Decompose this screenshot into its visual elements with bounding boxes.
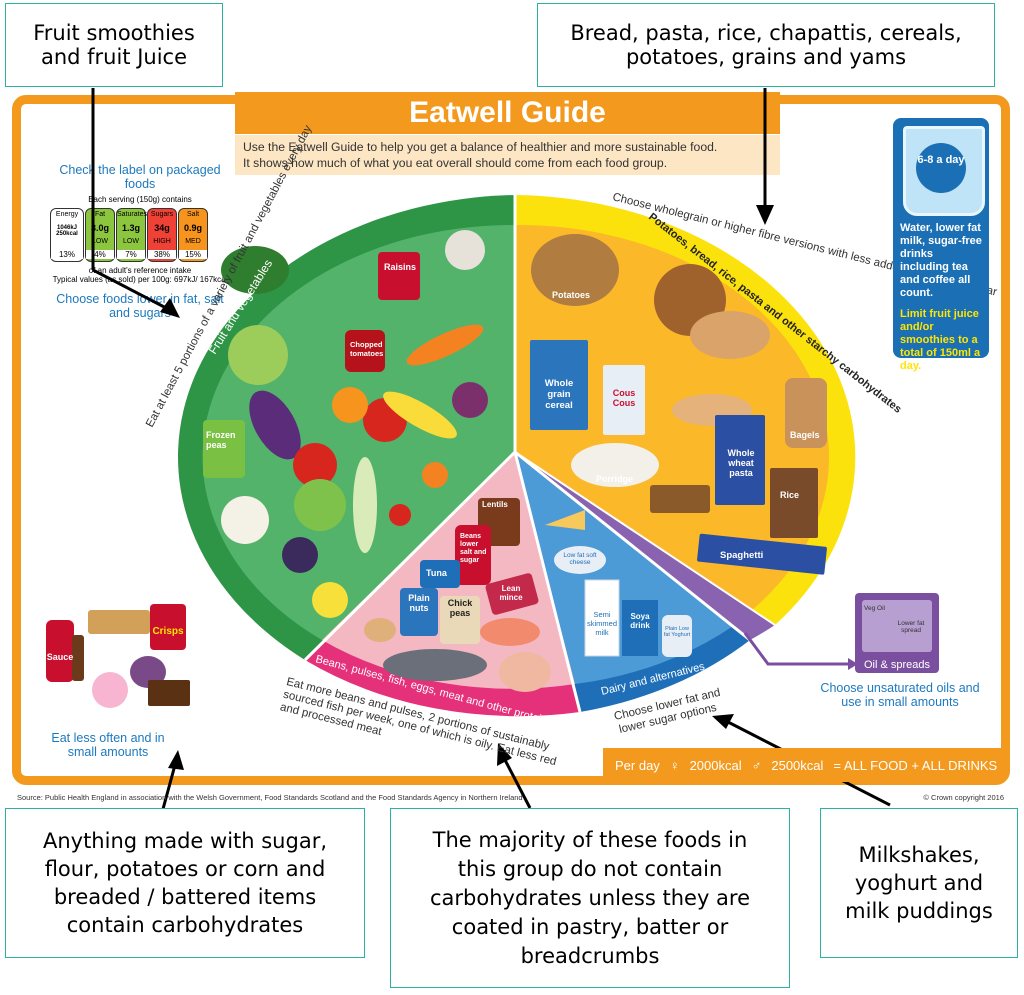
fruit-veg-foods — [203, 230, 488, 618]
segment-fruit-veg-inner — [202, 224, 516, 640]
item-spread: Lower fat spread — [897, 620, 925, 634]
choose-lower: Choose foods lower in fat, salt and suga… — [56, 292, 224, 320]
item-pasta: Whole wheat pasta — [727, 448, 755, 478]
callout-fruit-juice-text: Fruit smoothies and fruit Juice — [33, 21, 195, 69]
guide-intro-line-1: Use the Eatwell Guide to help you get a … — [243, 140, 718, 154]
nutrition-pct: 7% — [117, 250, 145, 259]
item-soya: Soya drink — [630, 612, 650, 630]
nutrition-name: Energy — [55, 211, 79, 218]
item-milk: Semi skimmed milk — [586, 610, 617, 637]
callout-starchy: Bread, pasta, rice, chapattis, cereals, … — [537, 3, 995, 87]
callout-fruit-juice: Fruit smoothies and fruit Juice — [5, 3, 223, 87]
item-cereal: Whole grain cereal — [544, 378, 574, 411]
dairy-foods — [545, 510, 692, 657]
protein-foods — [364, 498, 551, 692]
male-kcal: 2500kcal — [771, 757, 824, 773]
callout-starchy-text: Bread, pasta, rice, chapattis, cereals, … — [570, 21, 962, 69]
nutrition-level: MED — [185, 238, 201, 245]
treats-caption: Eat less often and in small amounts — [51, 731, 165, 759]
nutrition-value: 1.3g — [121, 223, 140, 233]
segment-oil — [515, 452, 775, 640]
item-chopped-tomatoes: Chopped tomatoes — [350, 340, 384, 358]
treats-foods — [46, 604, 190, 708]
item-frozen-peas: Frozen peas — [206, 430, 236, 450]
oil-arrow — [743, 632, 848, 666]
typical-values: Typical values (as sold) per 100g: 697kJ… — [52, 275, 228, 284]
female-icon: ♀ — [669, 757, 680, 773]
nutrition-level: LOW — [123, 238, 139, 245]
item-bagels: Bagels — [790, 430, 820, 440]
item-potatoes: Potatoes — [552, 290, 591, 300]
guide-intro-line-2: It shows how much of what you eat overal… — [243, 156, 668, 170]
copyright: © Crown copyright 2016 — [923, 793, 1004, 802]
nutrition-value: 34g — [154, 223, 170, 233]
item-raisins: Raisins — [384, 262, 417, 272]
glass-icon: 6-8 a day — [903, 126, 985, 216]
guide-intro: Use the Eatwell Guide to help you get a … — [235, 135, 780, 175]
treat-crisps: Crisps — [152, 626, 184, 637]
callout-dairy-text: Milkshakes, yoghurt and milk puddings — [845, 843, 993, 923]
item-lentils: Lentils — [482, 500, 508, 509]
nutrition-pct: 15% — [179, 250, 207, 259]
nutrition-value: 3.0g — [90, 223, 109, 233]
callout-treats-text: Anything made with sugar, flour, potatoe… — [42, 829, 328, 937]
item-chick-peas: Chick peas — [447, 598, 473, 618]
each-serving: Each serving (150g) contains — [88, 195, 192, 204]
item-rice: Rice — [780, 490, 800, 500]
oil-spreads-label: Oil & spreads — [864, 659, 931, 671]
callout-treats: Anything made with sugar, flour, potatoe… — [5, 808, 365, 958]
callout-dairy: Milkshakes, yoghurt and milk puddings — [820, 808, 1018, 958]
item-yoghurt: Plain Low fat Yoghurt — [663, 626, 691, 638]
ref-intake: of an adult's reference intake — [88, 266, 192, 275]
water-text: Water, lower fat milk, sugar-free drinks… — [900, 222, 982, 299]
callout-protein-text: The majority of these foods in this grou… — [429, 827, 751, 968]
per-day-bar: Per day ♀ 2000kcal ♂ 2500kcal = ALL FOOD… — [603, 748, 1003, 782]
callout-protein: The majority of these foods in this grou… — [390, 808, 790, 988]
nutrition-name: Sugars — [150, 211, 174, 218]
nutrition-pct: 13% — [51, 249, 83, 259]
nutrition-level: LOW — [92, 238, 108, 245]
nutrition-pct: 4% — [86, 250, 114, 259]
nutrition-name: Saturates — [117, 211, 147, 218]
item-beans: Beans lower salt and sugar — [460, 533, 487, 564]
nutrition-pct: 38% — [148, 250, 176, 259]
advice-oil: Choose unsaturated oils and use in small… — [820, 681, 980, 709]
starchy-foods — [530, 234, 827, 575]
item-porridge: Porridge — [596, 474, 634, 484]
item-veg-oil: Veg Oil — [864, 605, 885, 612]
nutrition-name: Salt — [186, 211, 200, 218]
item-spaghetti: Spaghetti — [720, 550, 764, 561]
nutrition-name: Fat — [94, 211, 106, 218]
male-icon: ♂ — [751, 757, 762, 773]
per-day-label: Per day — [615, 757, 660, 773]
nutrition-level: HIGH — [153, 238, 171, 245]
item-lean-mince: Lean mince — [499, 584, 523, 602]
all-food-drinks: = ALL FOOD + ALL DRINKS — [833, 757, 998, 773]
water-badge: 6-8 a day — [916, 143, 966, 193]
item-couscous: Cous Cous — [612, 388, 636, 408]
guide-title: Eatwell Guide — [235, 92, 780, 134]
nutrition-cell: Energy 1046kJ 250kcal 13% — [50, 208, 84, 262]
item-soft-cheese: Low fat soft cheese — [563, 552, 597, 566]
treat-sauce: Sauce — [47, 652, 74, 662]
water-limit: Limit fruit juice and/or smoothies to a … — [900, 308, 981, 372]
item-plain-nuts: Plain nuts — [408, 593, 430, 613]
nutrition-value: 0.9g — [183, 223, 202, 233]
label-heading: Check the label on packaged foods — [59, 163, 221, 191]
label-info: Check the label on packaged foods Each s… — [50, 163, 230, 320]
item-tuna: Tuna — [426, 568, 447, 578]
nutrition-value: 1046kJ 250kcal — [56, 224, 78, 237]
female-kcal: 2000kcal — [689, 757, 742, 773]
source-note: Source: Public Health England in associa… — [17, 793, 523, 802]
